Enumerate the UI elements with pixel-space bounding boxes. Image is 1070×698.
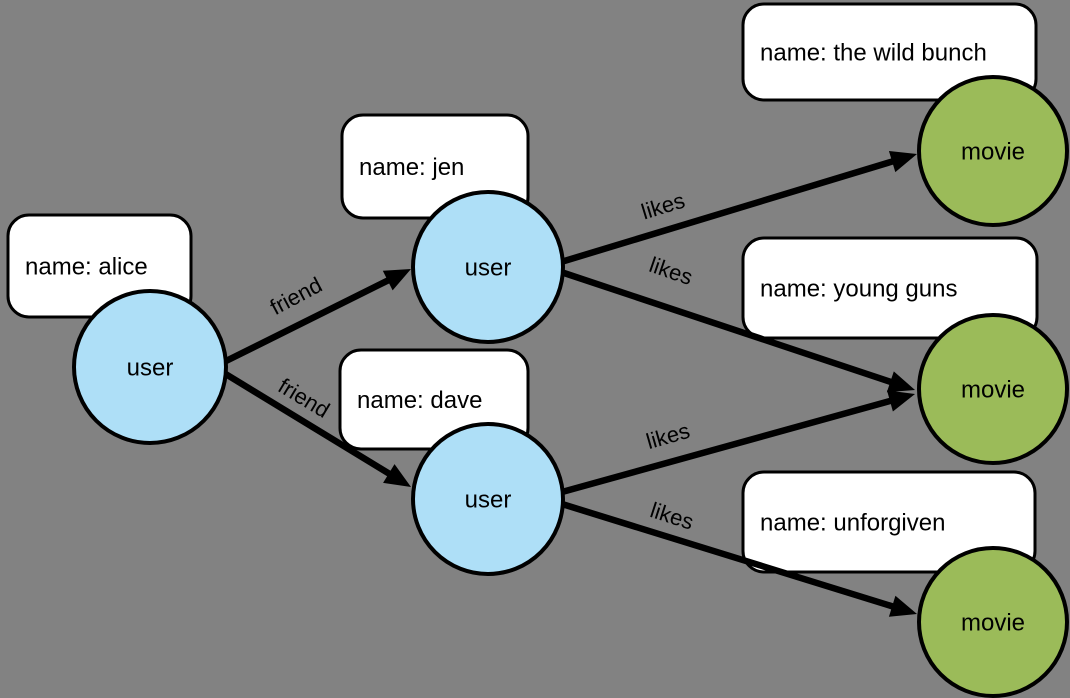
edge-line xyxy=(560,157,897,266)
property-box-text: name: unforgiven xyxy=(760,510,945,537)
movie-node-circle xyxy=(917,313,1069,465)
node-label: movie xyxy=(961,377,1025,404)
node-movie-unforgiven: movie xyxy=(917,546,1069,698)
node-label: user xyxy=(465,255,512,282)
node-label: user xyxy=(465,487,512,514)
user-node-circle xyxy=(72,289,228,445)
property-box-rect xyxy=(741,236,1039,340)
arrowhead-icon xyxy=(383,464,411,487)
node-label: user xyxy=(127,355,174,382)
arrowhead-icon xyxy=(887,390,915,412)
property-box-text: name: young guns xyxy=(760,276,957,303)
property-box-rect xyxy=(741,470,1037,574)
arrowhead-icon xyxy=(888,595,917,617)
property-box-text: name: dave xyxy=(357,387,482,414)
edge-line xyxy=(222,275,393,365)
edge-line xyxy=(561,396,895,496)
movie-node-circle xyxy=(917,75,1069,227)
edge-line xyxy=(559,268,896,387)
movie-node-circle xyxy=(917,546,1069,698)
property-box-text: name: the wild bunch xyxy=(760,40,987,67)
property-box-text: name: alice xyxy=(25,254,148,281)
property-box-jen: name: jen xyxy=(340,113,530,220)
arrowhead-icon xyxy=(888,151,917,173)
property-box-text: name: jen xyxy=(359,154,464,181)
user-node-circle xyxy=(411,422,565,576)
node-user-dave: user xyxy=(411,422,565,576)
property-box-unforgiven: name: unforgiven xyxy=(741,470,1037,574)
property-box-wild-bunch: name: the wild bunch xyxy=(741,2,1038,102)
user-node-circle xyxy=(411,190,565,344)
node-user-alice: user xyxy=(72,289,228,445)
edge-line xyxy=(222,370,394,479)
node-user-jen: user xyxy=(411,190,565,344)
node-movie-young-guns: movie xyxy=(917,313,1069,465)
arrowhead-icon xyxy=(382,269,411,291)
edge-line xyxy=(561,500,897,611)
node-label: movie xyxy=(961,139,1025,166)
node-movie-wild-bunch: movie xyxy=(917,75,1069,227)
node-label: movie xyxy=(961,610,1025,637)
arrowhead-icon xyxy=(886,371,915,393)
property-box-young-guns: name: young guns xyxy=(741,236,1039,340)
property-box-rect xyxy=(741,2,1038,102)
